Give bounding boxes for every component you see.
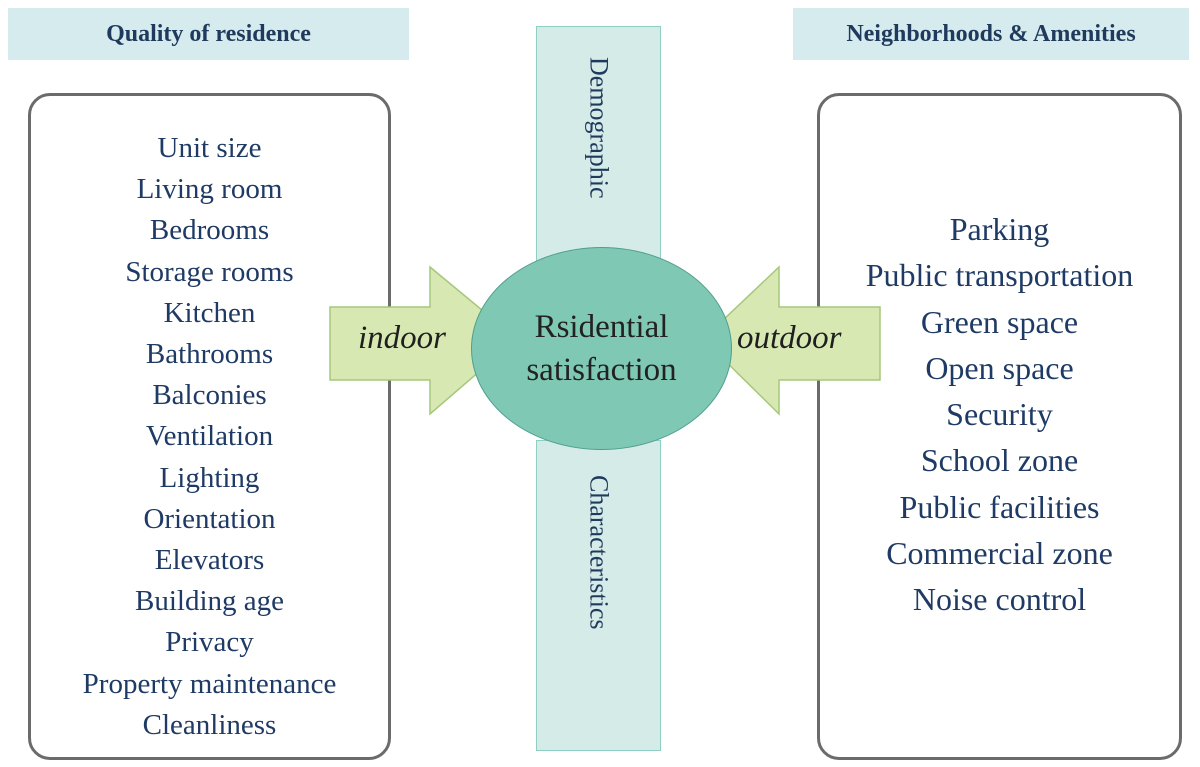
residence-factor-item: Storage rooms — [125, 255, 294, 288]
header-neighborhoods-amenities: Neighborhoods & Amenities — [793, 8, 1189, 60]
amenity-factor-item: Public facilities — [899, 488, 1100, 525]
residence-factor-item: Bedrooms — [149, 214, 270, 247]
residence-factor-item: Privacy — [165, 626, 254, 659]
residence-factor-item: Living room — [136, 173, 283, 206]
amenity-factor-item: Parking — [949, 211, 1050, 247]
amenity-factor-item: School zone — [920, 442, 1079, 479]
residence-factor-item: Property maintenance — [82, 667, 337, 700]
residence-factor-item: Elevators — [154, 544, 265, 577]
residence-factor-item: Lighting — [159, 461, 260, 494]
demographic-label: Demographic — [584, 57, 614, 199]
neighborhood-amenities-panel: Parking Public transportation Green spac… — [817, 93, 1182, 760]
residence-factor-item: Cleanliness — [142, 708, 277, 741]
amenity-factor-list: Parking Public transportation Green spac… — [820, 206, 1179, 623]
residence-factor-item: Bathrooms — [145, 338, 274, 371]
residence-factor-item: Unit size — [157, 132, 262, 164]
residence-factor-item: Building age — [134, 585, 284, 618]
residence-factor-item: Ventilation — [145, 420, 274, 453]
residence-factor-item: Orientation — [143, 502, 276, 535]
residence-factor-item: Kitchen — [163, 296, 256, 329]
demographic-bar-top: Demographic — [536, 26, 661, 279]
outdoor-label: outdoor — [737, 320, 842, 356]
header-quality-of-residence: Quality of residence — [8, 8, 409, 60]
residence-factor-item: Balconies — [152, 379, 267, 412]
indoor-arrow — [329, 265, 519, 416]
center-label-line1: Rsidential — [534, 308, 669, 345]
indoor-label: indoor — [358, 320, 447, 356]
amenity-factor-item: Open space — [925, 349, 1074, 386]
amenity-factor-item: Public transportation — [865, 257, 1134, 294]
center-label-line2: satisfaction — [526, 351, 677, 388]
outdoor-arrow — [701, 265, 881, 416]
amenity-factor-item: Commercial zone — [886, 535, 1113, 572]
amenity-factor-item: Security — [946, 396, 1053, 433]
residential-satisfaction-node: Rsidential satisfaction — [471, 247, 732, 450]
residence-quality-panel: Unit size Living room Bedrooms Storage r… — [28, 93, 391, 760]
amenity-factor-item: Noise control — [912, 581, 1087, 618]
amenity-factor-item: Green space — [920, 303, 1079, 340]
characteristics-label: Characteristics — [584, 475, 614, 630]
residence-factor-list: Unit size Living room Bedrooms Storage r… — [31, 128, 388, 746]
